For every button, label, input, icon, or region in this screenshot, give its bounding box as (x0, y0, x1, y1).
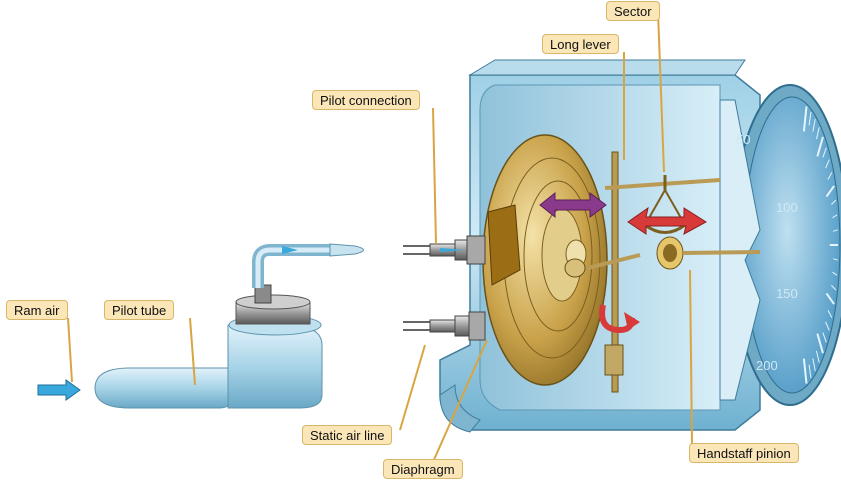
dial-tick (833, 229, 838, 232)
linkage-mechanism (564, 151, 721, 393)
dial-tick (827, 172, 833, 180)
dial-tick (832, 271, 838, 276)
pitot-connection-label: Pilot connection (312, 90, 420, 110)
diaphragm-label: Diaphragm (383, 459, 463, 479)
dial-tick (833, 258, 838, 261)
dial-number-50: 50 (736, 132, 750, 147)
dial-number-150: 150 (776, 286, 798, 301)
ram-air-label: Ram air (6, 300, 68, 320)
dial-tick (827, 310, 833, 318)
pitot-tube-label: Pilot tube (104, 300, 175, 320)
dial-ticks (802, 106, 838, 384)
dial-tick (802, 106, 808, 132)
sector-label: Sector (606, 1, 660, 21)
dial-tick (802, 358, 808, 384)
diaphragm-motion-arrow (539, 191, 607, 219)
static-line-fitting (403, 311, 486, 341)
static-air-line-label: Static air line (302, 425, 393, 445)
dial-tick (808, 364, 812, 379)
dial-tick (816, 350, 820, 363)
dial-tick (816, 136, 824, 157)
dial-tick (816, 333, 824, 354)
dial-tick (822, 147, 827, 158)
ram-air-arrow (37, 379, 81, 401)
handstaff-pinion (656, 236, 761, 270)
rotation-arrow (599, 304, 640, 334)
dial-tick (822, 332, 827, 343)
handstaff-pinion-label: Handstaff pinion (689, 443, 799, 463)
dial-tick (831, 285, 837, 291)
dial-tick (812, 358, 816, 372)
dial-tick (832, 214, 838, 219)
dial-tick (812, 118, 816, 132)
long-lever-label: Long lever (542, 34, 619, 54)
dial-tick (825, 321, 830, 331)
sector-motion-arrow (627, 206, 707, 235)
airspeed-dial (719, 84, 841, 406)
leader-lines (67, 11, 693, 463)
dial-tick (816, 127, 820, 140)
pitot-tube (94, 243, 364, 409)
pitot-connection-fitting (403, 235, 486, 265)
dial-tick (825, 159, 830, 169)
diaphragm (482, 134, 608, 386)
dial-tick (808, 111, 812, 126)
dial-tick (831, 199, 837, 205)
dial-number-200: 200 (756, 358, 778, 373)
dial-tick (825, 292, 835, 305)
dial-tick (825, 185, 835, 198)
dial-number-100: 100 (776, 200, 798, 215)
